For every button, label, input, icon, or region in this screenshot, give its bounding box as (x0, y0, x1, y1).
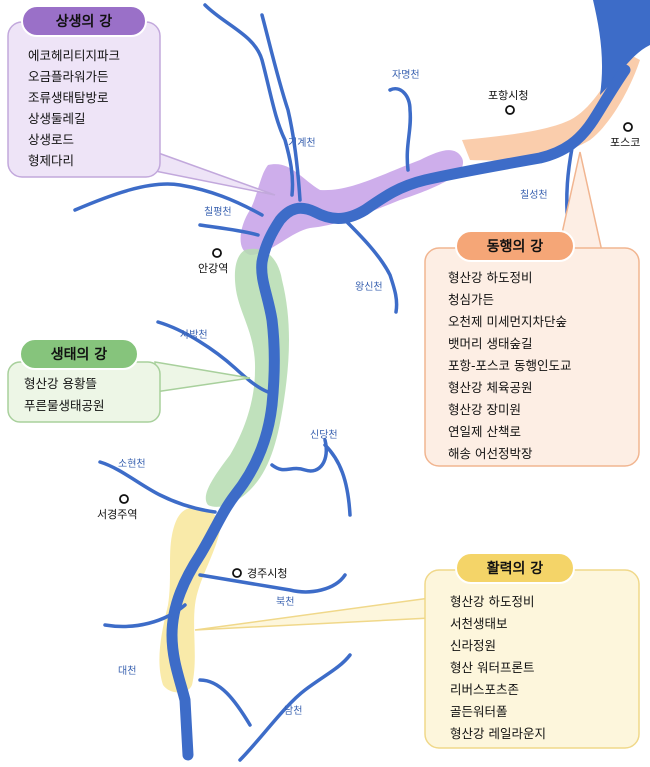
list-item: 청심가든 (448, 292, 494, 307)
list-item: 연일제 산책로 (448, 424, 521, 439)
river-label-chilseongcheon: 칠성천 (520, 189, 548, 201)
panel-hwallyeok-title: 활력의 강 (487, 560, 544, 577)
zone-band-donghaeng (462, 52, 640, 161)
list-item: 상생둘레길 (28, 111, 86, 126)
panel-sangsaeng-items: 에코헤리티지파크 오금플라워가든 조류생태탐방로 상생둘레길 상생로드 형제다리 (28, 48, 120, 168)
tributary-namcheon-branch (198, 678, 252, 727)
list-item: 오천제 미세먼지차단숲 (448, 314, 567, 329)
panel-donghaeng-title-pill (455, 230, 575, 262)
panel-hwallyeok-items: 형산강 하도정비 서천생태보 신라정원 형산 워터프론트 리버스포츠존 골든워터… (450, 594, 546, 741)
list-item: 조류생태탐방로 (28, 90, 109, 105)
place-marker-angang-station (212, 248, 222, 258)
tributary-namcheon (238, 653, 352, 762)
panel-saengtae-title: 생태의 강 (51, 346, 108, 363)
list-item: 형산강 체육공원 (448, 380, 532, 395)
list-item: 해송 어선정박장 (448, 446, 533, 461)
panel-hwallyeok-title-pill (455, 552, 575, 584)
river-label-daecheon: 대천 (118, 665, 136, 677)
list-item: 푸른물생태공원 (24, 398, 105, 413)
main-river (166, 64, 631, 761)
panel-donghaeng-title: 동행의 강 (487, 238, 544, 255)
list-item: 신라정원 (450, 638, 496, 653)
river-label-sindangcheon: 신당천 (310, 429, 338, 441)
tributary-gigyecheon (260, 13, 302, 202)
river-label-chilpyeongcheon: 칠평천 (204, 206, 232, 218)
list-item: 형산강 장미원 (448, 402, 521, 417)
panel-saengtae-items: 형산강 용황뜰 푸른물생태공원 (24, 376, 105, 413)
list-item: 에코헤리티지파크 (28, 48, 120, 63)
river-label-gigyecheon: 기계천 (288, 137, 316, 149)
list-item: 뱃머리 생태숲길 (448, 336, 532, 351)
panel-sangsaeng-title: 상생의 강 (56, 13, 113, 30)
sea-inlet (593, 0, 650, 95)
place-label-gyeongju-city-hall: 경주시청 (247, 567, 287, 580)
tributary-chilpyeongcheon (198, 223, 260, 237)
place-label-angang-station: 안강역 (198, 262, 228, 275)
list-item: 포항-포스코 동행인도교 (448, 358, 571, 373)
tributary-wangsincheon (343, 218, 399, 314)
list-item: 형산강 하도정비 (448, 270, 532, 285)
list-item: 서천생태보 (450, 616, 508, 631)
place-label-seogyeongju-station: 서경주역 (97, 508, 137, 521)
list-item: 상생로드 (28, 132, 74, 147)
panel-saengtae (7, 361, 161, 423)
place-label-posco: 포스코 (610, 136, 640, 149)
place-marker-gyeongju-city-hall (232, 568, 242, 578)
place-marker-posco (623, 122, 633, 132)
tributary-sindangcheon (270, 438, 328, 473)
place-marker-seogyeongju-station (119, 494, 129, 504)
panel-sangsaeng-title-pill (21, 5, 147, 37)
tributary-bukcheon (198, 573, 347, 594)
zone-band-sangsaeng (240, 150, 464, 255)
list-item: 형산강 용황뜰 (24, 376, 97, 391)
tributary-west-long (73, 182, 264, 217)
tributary-jamyeongcheon (388, 87, 413, 172)
list-item: 형산 워터프론트 (450, 660, 534, 675)
callout-pointer-sangsaeng (149, 148, 276, 196)
river-label-jamyeongcheon: 자명천 (392, 69, 420, 81)
place-marker-pohang-city-hall (505, 105, 515, 115)
list-item: 형산강 하도정비 (450, 594, 534, 609)
place-label-pohang-city-hall: 포항시청 (488, 89, 528, 102)
river-label-bukcheon: 북천 (276, 596, 294, 608)
list-item: 형제다리 (28, 153, 74, 168)
river-label-wangsincheon: 왕신천 (355, 281, 383, 293)
tributary-daecheon (103, 603, 187, 629)
list-item: 형산강 레일라운지 (450, 726, 546, 741)
tributary-sabangcheon (156, 320, 270, 394)
tributary-upper-left (203, 3, 295, 197)
list-item: 리버스포츠존 (450, 682, 519, 697)
list-item: 오금플라워가든 (28, 69, 109, 84)
panel-donghaeng-items: 형산강 하도정비 청심가든 오천제 미세먼지차단숲 뱃머리 생태숲길 포항-포스… (448, 270, 571, 461)
river-label-namcheon: 남천 (284, 705, 302, 717)
river-label-sabangcheon: 사방천 (180, 329, 208, 341)
panel-saengtae-title-pill (19, 338, 139, 370)
list-item: 골든워터폴 (450, 704, 508, 719)
tributary-sindangcheon-east (323, 443, 352, 517)
tributary-sohyeoncheon (98, 460, 217, 514)
river-label-sohyeoncheon: 소현천 (118, 458, 146, 470)
callout-pointer-hwallyeok (194, 597, 431, 631)
